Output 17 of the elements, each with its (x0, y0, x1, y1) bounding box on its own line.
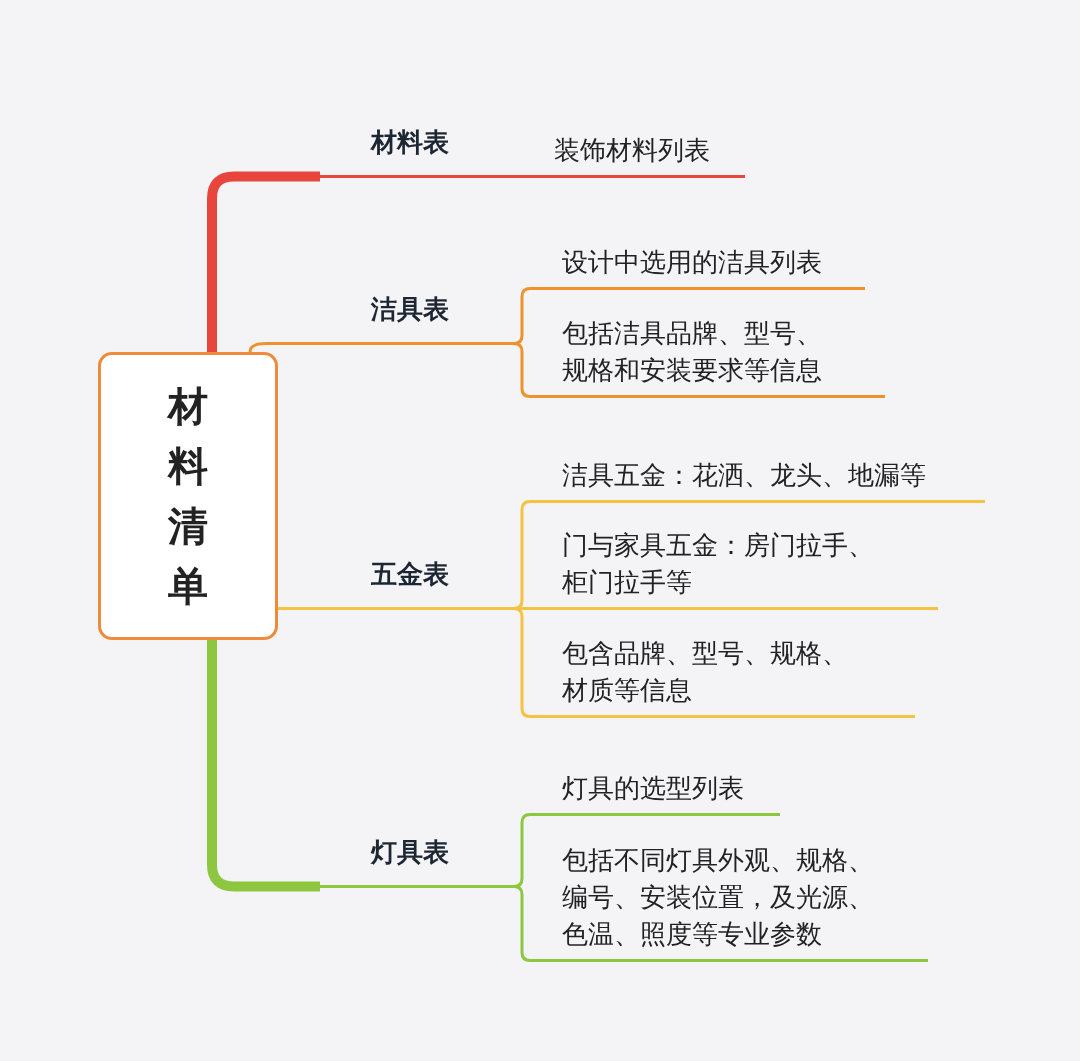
branch-line (278, 607, 320, 610)
branch-line (207, 171, 320, 352)
branch-line (500, 175, 522, 178)
branch-topic: 五金表 (320, 542, 500, 610)
subtopic-text: 设计中选用的洁具列表 (530, 238, 865, 290)
branch-topic: 灯具表 (320, 820, 500, 888)
subtopic-text: 包括洁具品牌、型号、规格和安装要求等信息 (530, 305, 885, 398)
branch-topic: 材料表 (320, 110, 500, 178)
branch-topic: 洁具表 (320, 277, 500, 345)
subtopic-text: 灯具的选型列表 (530, 764, 780, 816)
subtopic-text: 洁具五金：花洒、龙头、地漏等 (530, 451, 985, 503)
central-topic-box: 材料清单 (98, 352, 278, 640)
subtopic-text: 门与家具五金：房门拉手、柜门拉手等 (530, 522, 938, 610)
subtopic-text: 装饰材料列表 (522, 122, 745, 178)
subtopic-text: 包含品牌、型号、规格、材质等信息 (530, 630, 915, 718)
subtopic-text: 包括不同灯具外观、规格、编号、安装位置，及光源、色温、照度等专业参数 (530, 834, 928, 962)
branch-line (207, 640, 320, 892)
